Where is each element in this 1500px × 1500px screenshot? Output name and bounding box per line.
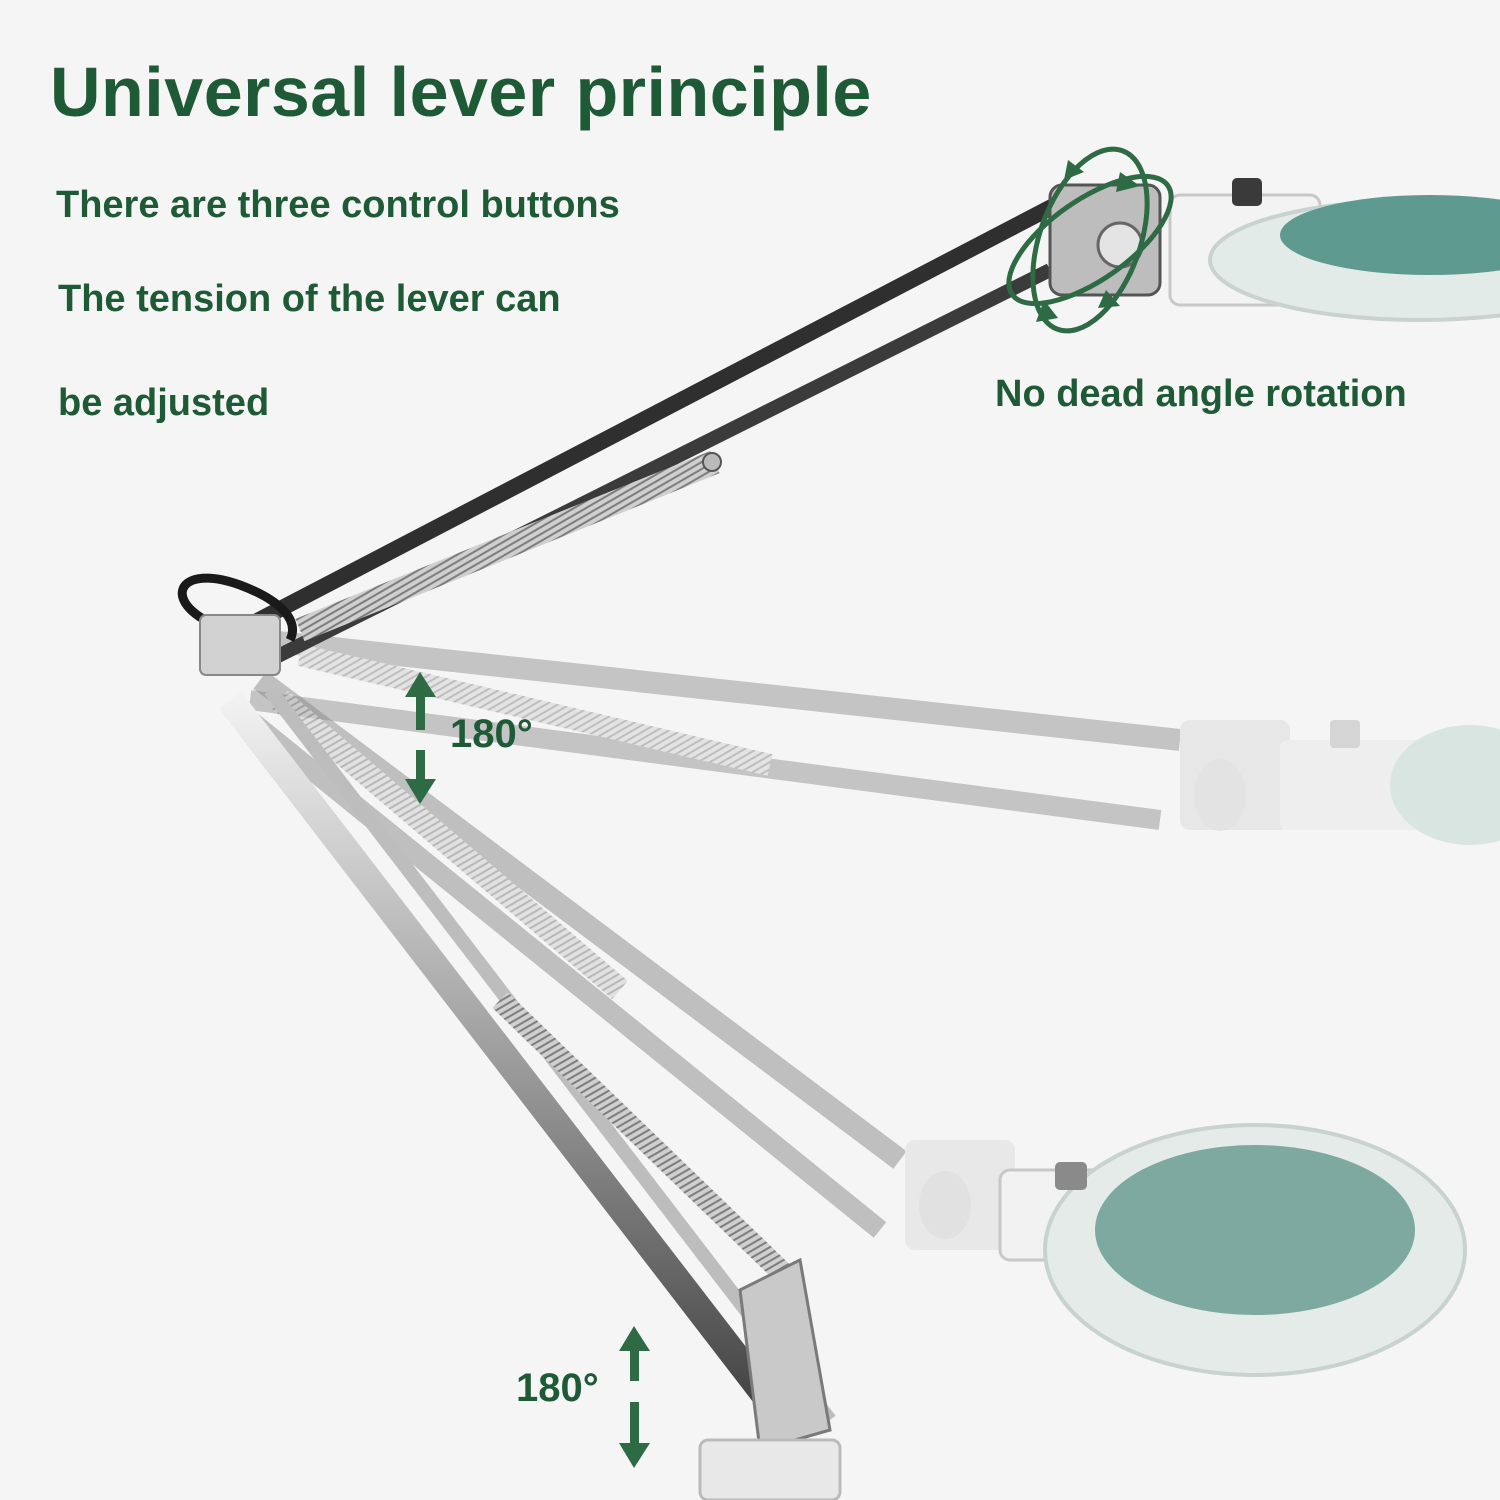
lower-arm — [218, 685, 842, 1500]
ghost-arm-horizontal — [248, 629, 1500, 845]
feature-text-line-3: be adjusted — [58, 382, 270, 424]
up-down-arrow-icon-lower — [619, 1326, 650, 1468]
lower-lamp-head — [998, 1123, 1467, 1377]
feature-text-line-1: There are three control buttons — [56, 184, 620, 226]
angle-label-lower: 180° — [516, 1366, 599, 1410]
upper-arm — [177, 192, 1069, 677]
page-title: Universal lever principle — [50, 53, 872, 131]
rotation-arrows-icon — [1006, 146, 1174, 334]
feature-text-line-2: The tension of the lever can — [58, 278, 561, 320]
up-down-arrow-icon-upper — [405, 672, 436, 804]
angle-label-upper: 180° — [450, 712, 533, 756]
rotation-label: No dead angle rotation — [995, 373, 1407, 415]
